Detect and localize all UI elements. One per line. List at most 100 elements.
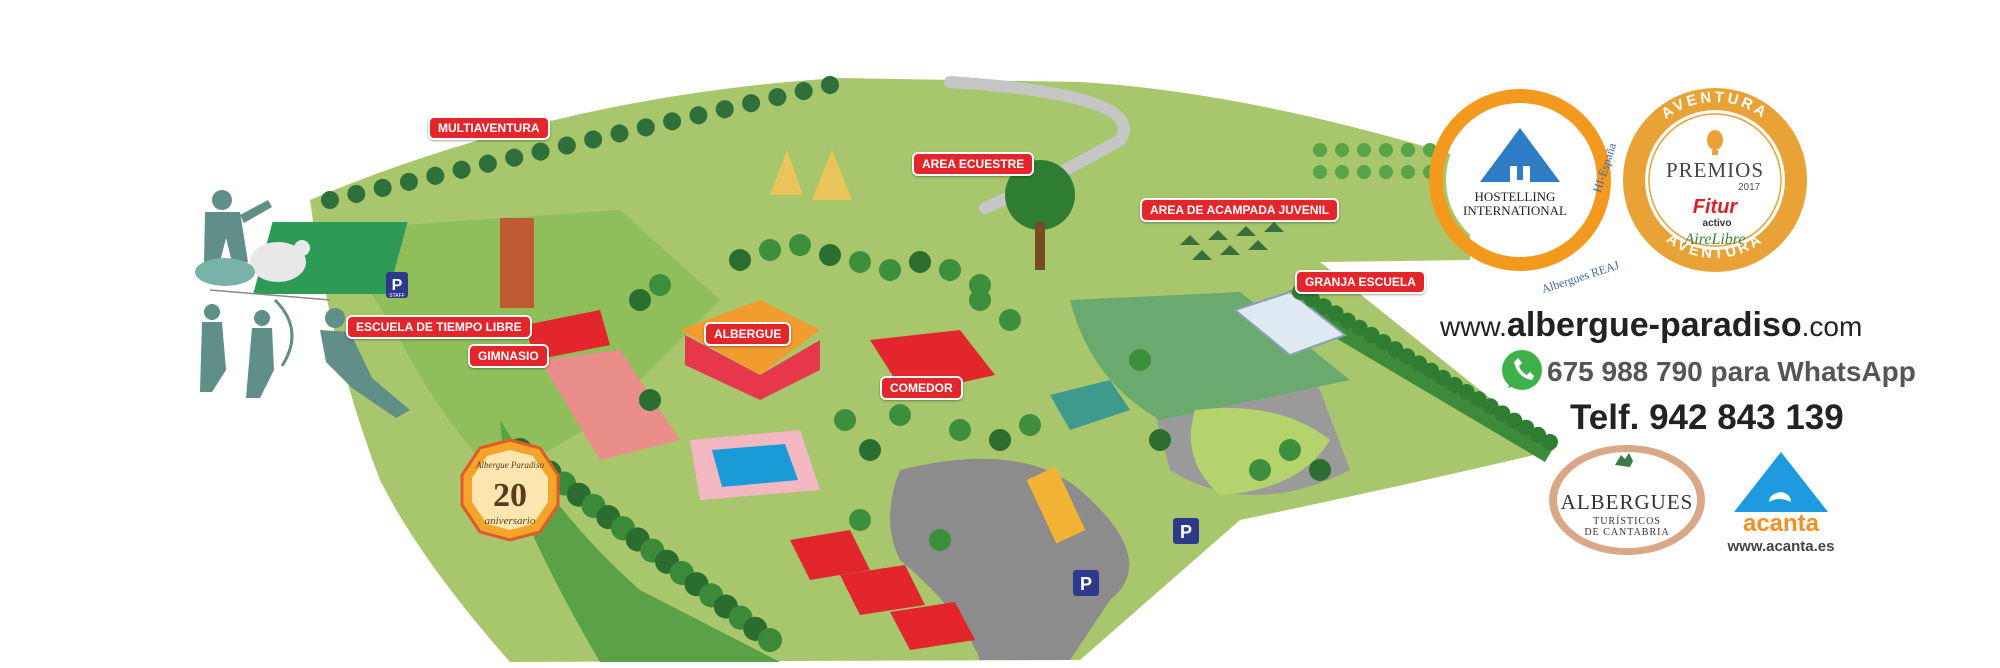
- website-domain: albergue-paradiso: [1506, 306, 1802, 344]
- tree: [834, 409, 856, 431]
- fitur-activo: activo: [1702, 218, 1732, 229]
- tree: [819, 244, 841, 266]
- tree: [1379, 165, 1393, 179]
- tree: [1399, 348, 1416, 365]
- hedge-right: [1280, 290, 1555, 462]
- tree: [729, 249, 751, 271]
- tree: [879, 259, 901, 281]
- parking-sign-1: P: [1073, 570, 1099, 596]
- tree: [1351, 319, 1368, 336]
- tree: [347, 184, 366, 203]
- tree: [758, 628, 782, 652]
- tree: [1313, 143, 1327, 157]
- tree: [949, 419, 971, 441]
- airelibre-wordmark: AireLibre: [1684, 231, 1746, 248]
- tree: [610, 124, 629, 143]
- hostelling-name: HOSTELLING INTERNATIONAL: [1450, 190, 1580, 218]
- svg-text:aniversario: aniversario: [485, 515, 536, 527]
- albergue-walls: [685, 335, 820, 400]
- website-url[interactable]: www.albergue-paradiso.com: [1440, 306, 1862, 345]
- tree: [557, 136, 576, 155]
- cantabria-map-icon: [1615, 453, 1633, 467]
- tree: [742, 94, 761, 113]
- label-escuela-tiempo-libre: ESCUELA DE TIEMPO LIBRE: [346, 315, 532, 339]
- tree: [1129, 349, 1151, 371]
- tree: [1434, 369, 1451, 386]
- tree: [478, 154, 497, 173]
- svg-text:P: P: [1080, 574, 1092, 594]
- tree: [629, 289, 651, 311]
- tree: [849, 251, 871, 273]
- svg-text:20: 20: [493, 477, 527, 514]
- whatsapp-icon-spacer: [1495, 352, 1535, 392]
- tree: [1422, 362, 1439, 379]
- tree: [849, 509, 871, 531]
- tree: [1401, 143, 1415, 157]
- tree: [889, 404, 911, 426]
- premios-logo: AVENTURA AVENTURA: [1623, 88, 1807, 272]
- tree: [929, 529, 951, 551]
- acanta-website[interactable]: www.acanta.es: [1727, 538, 1835, 555]
- forest-edge-left: [500, 420, 780, 662]
- label-area-acampada: AREA DE ACAMPADA JUVENIL: [1140, 198, 1340, 222]
- tree: [794, 82, 813, 101]
- multiaventura-tower: [500, 218, 534, 308]
- hostelling-logo: [1429, 89, 1611, 271]
- tree: [1458, 384, 1475, 400]
- tepee-2: [812, 150, 852, 200]
- acanta-logo: [1734, 452, 1828, 512]
- tree: [505, 148, 524, 167]
- tree: [1518, 419, 1535, 436]
- tree: [999, 309, 1021, 331]
- big-tree-trunk: [1035, 222, 1045, 270]
- tree: [1315, 298, 1332, 315]
- albergues-line2: DE CANTABRIA: [1584, 527, 1670, 538]
- tree: [1357, 165, 1371, 179]
- phone-number[interactable]: Telf. 942 843 139: [1570, 398, 1844, 437]
- website-suffix: .com: [1801, 311, 1863, 342]
- tree: [1494, 405, 1511, 422]
- tree: [1313, 165, 1327, 179]
- acanta-wordmark: acanta: [1742, 510, 1820, 537]
- garden-area: [1190, 408, 1330, 495]
- bungalow-roof-2: [840, 565, 925, 615]
- tree: [373, 178, 392, 197]
- tree: [1303, 291, 1320, 308]
- hostelling-line1: HOSTELLING: [1474, 189, 1556, 204]
- bus: [1026, 466, 1086, 544]
- tennis-court: [540, 350, 680, 460]
- tree: [689, 106, 708, 125]
- whatsapp-number: 675 988 790 para WhatsApp: [1547, 356, 1916, 387]
- parking-staff: P STAFF: [386, 272, 408, 299]
- tree: [1411, 355, 1428, 372]
- tree: [584, 130, 603, 149]
- staff-building: [1050, 380, 1130, 430]
- albergues-subtitle: TURÍSTICOS DE CANTABRIA: [1556, 516, 1698, 538]
- swimming-pool: [712, 444, 798, 487]
- svg-text:P: P: [392, 277, 403, 294]
- tree: [1375, 334, 1392, 350]
- whatsapp-line[interactable]: 675 988 790 para WhatsApp: [1495, 352, 1916, 392]
- big-tree: [1005, 160, 1075, 230]
- tree: [1019, 414, 1041, 436]
- tree: [1401, 165, 1415, 179]
- label-gimnasio: GIMNASIO: [468, 344, 549, 368]
- label-albergue: ALBERGUE: [704, 322, 792, 346]
- tepee-1: [770, 150, 803, 195]
- label-comedor: COMEDOR: [880, 376, 963, 400]
- tree: [715, 100, 734, 119]
- website-prefix: www.: [1440, 311, 1507, 342]
- label-granja-escuela: GRANJA ESCUELA: [1295, 270, 1426, 294]
- tree: [969, 289, 991, 311]
- hostelling-line2: INTERNATIONAL: [1463, 203, 1567, 218]
- tree: [1387, 341, 1404, 358]
- tree: [1279, 439, 1301, 461]
- anniversary-badge: Albergue Paradiso 20 aniversario: [460, 438, 560, 542]
- tree: [768, 88, 787, 107]
- svg-text:STAFF: STAFF: [389, 293, 404, 299]
- camp-tents: [1180, 222, 1284, 260]
- tree: [663, 112, 682, 131]
- tree: [1335, 143, 1349, 157]
- tree: [531, 142, 550, 161]
